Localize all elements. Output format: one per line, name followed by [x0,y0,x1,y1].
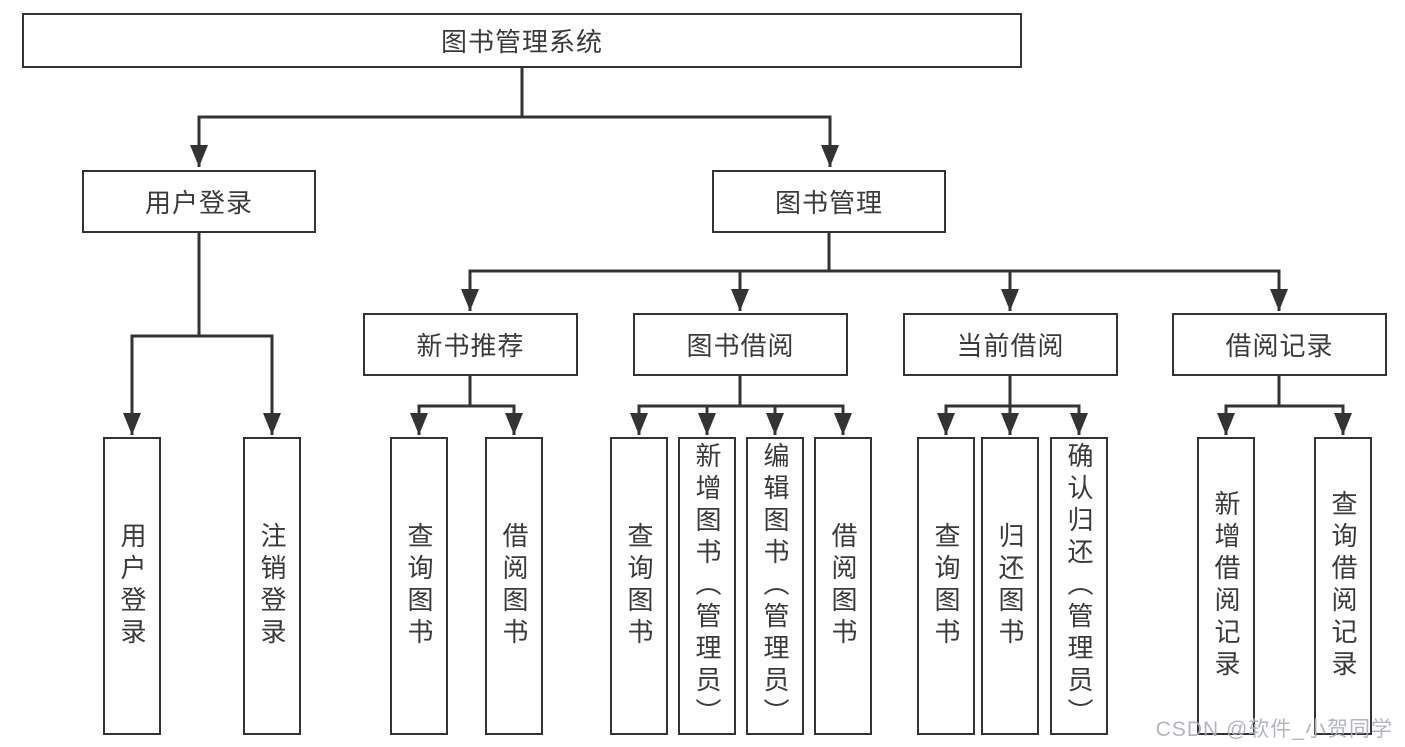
node-book-borrow-label: 图书借阅 [686,331,795,361]
leaf-cb-confirm-return-admin: 确认归还（管理员） [1050,437,1108,735]
leaf-nb-query-book-label: 查询图书 [404,522,434,650]
node-borrow-records-label: 借阅记录 [1225,331,1334,361]
leaf-cb-return-book-label: 归还图书 [995,522,1025,650]
leaf-bb-add-book-admin-label: 新增图书（管理员） [692,442,722,730]
leaf-bb-borrow-book-label: 借阅图书 [828,522,858,650]
leaf-logout: 注销登录 [243,437,301,735]
leaf-nb-borrow-book-label: 借阅图书 [499,522,529,650]
leaf-nb-borrow-book: 借阅图书 [485,437,543,735]
leaf-cb-query-book-label: 查询图书 [931,522,961,650]
node-borrow-records: 借阅记录 [1172,313,1387,376]
leaf-user-login-label: 用户登录 [117,522,147,650]
leaf-cb-return-book: 归还图书 [981,437,1039,735]
leaf-br-add-record-label: 新增借阅记录 [1211,490,1241,682]
node-library-system: 图书管理系统 [22,13,1022,68]
leaf-user-login: 用户登录 [103,437,161,735]
leaf-cb-confirm-return-admin-label: 确认归还（管理员） [1064,442,1094,730]
leaf-bb-query-book: 查询图书 [610,437,668,735]
leaf-bb-add-book-admin: 新增图书（管理员） [678,437,736,735]
leaf-cb-query-book: 查询图书 [917,437,975,735]
node-library-system-label: 图书管理系统 [440,27,603,57]
leaf-nb-query-book: 查询图书 [390,437,448,735]
leaf-bb-edit-book-admin: 编辑图书（管理员） [746,437,804,735]
node-user-login-label: 用户登录 [144,188,253,218]
node-current-borrow-label: 当前借阅 [956,331,1065,361]
node-new-book-recommend-label: 新书推荐 [416,331,525,361]
node-book-borrow: 图书借阅 [633,313,848,376]
leaf-br-query-record: 查询借阅记录 [1314,437,1372,735]
node-current-borrow: 当前借阅 [903,313,1118,376]
csdn-watermark: CSDN @软件_小贺同学 [1155,718,1393,741]
leaf-bb-borrow-book: 借阅图书 [814,437,872,735]
node-user-login: 用户登录 [82,170,316,233]
leaf-br-query-record-label: 查询借阅记录 [1328,490,1358,682]
node-book-management-label: 图书管理 [774,188,883,218]
leaf-bb-query-book-label: 查询图书 [624,522,654,650]
node-book-management: 图书管理 [712,170,946,233]
leaf-br-add-record: 新增借阅记录 [1197,437,1255,735]
node-new-book-recommend: 新书推荐 [363,313,578,376]
leaf-bb-edit-book-admin-label: 编辑图书（管理员） [760,442,790,730]
leaf-logout-label: 注销登录 [257,522,287,650]
